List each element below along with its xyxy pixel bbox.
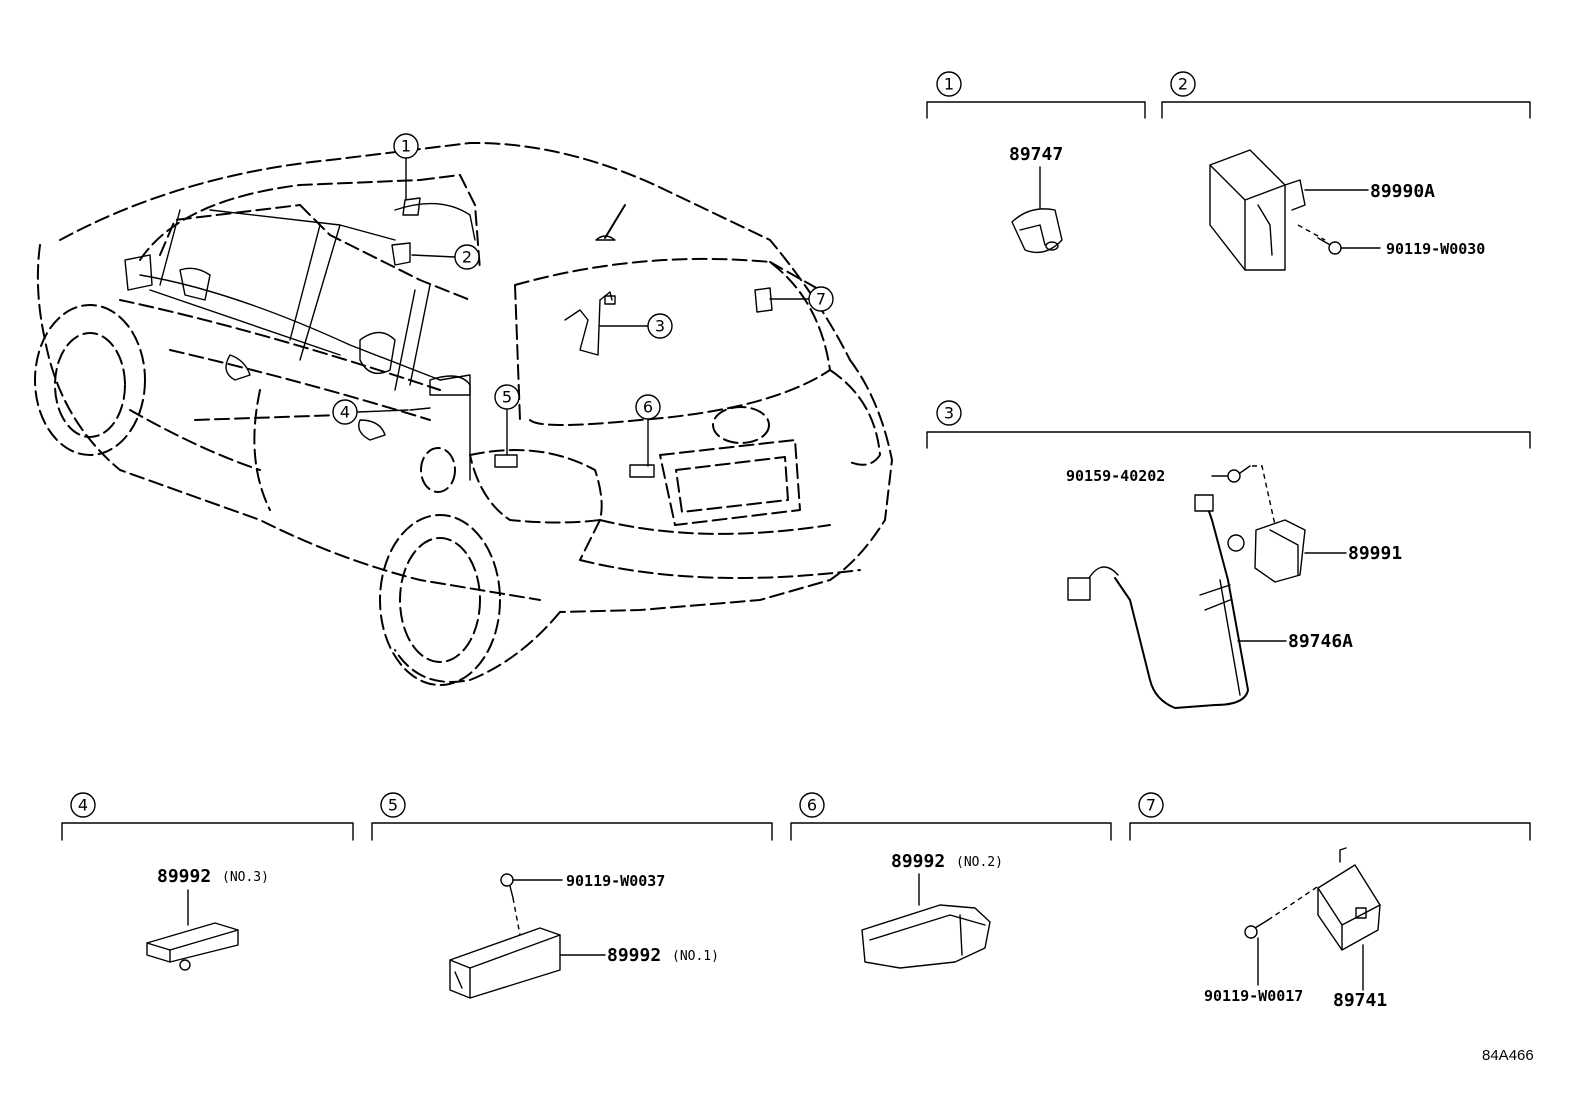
antenna-icon [861, 904, 991, 969]
part-89990A-label: 89990A [1370, 181, 1435, 202]
car-callout-2: 2 [454, 244, 480, 270]
bolt-icon [1227, 465, 1251, 483]
svg-text:3: 3 [655, 317, 665, 336]
group-4-number: 4 [78, 796, 88, 815]
part-89746A-label: 89746A [1288, 631, 1353, 652]
group-3-number: 3 [944, 404, 954, 423]
car-callout-6: 6 [635, 394, 661, 420]
part-89992-no3-label: 89992 [157, 866, 211, 887]
part-89992-no2-label: 89992 [891, 851, 945, 872]
group-3: 3 90159-40202 89991 89746A [926, 400, 1531, 709]
part-no3-note: (NO.3) [222, 870, 269, 885]
part-90159-40202-label: 90159-40202 [1066, 467, 1165, 485]
svg-text:7: 7 [816, 290, 826, 309]
amplifier-icon [1254, 519, 1306, 583]
group-1: 1 89747 [926, 71, 1146, 254]
car-callout-4: 4 [332, 399, 358, 425]
group-7: 7 90119-W0017 89741 [1129, 792, 1531, 1011]
svg-text:2: 2 [462, 248, 472, 267]
part-no2-note: (NO.2) [956, 855, 1003, 870]
part-89992-no1-label: 89992 [607, 945, 661, 966]
part-90119-W0030-label: 90119-W0030 [1386, 240, 1485, 258]
group-4: 4 89992 (NO.3) [61, 792, 354, 971]
part-90119-W0037-label: 90119-W0037 [566, 872, 665, 890]
bolt-icon [500, 873, 514, 899]
group-6: 6 89992 (NO.2) [790, 792, 1112, 969]
reference-code: 84A466 [1482, 1047, 1534, 1064]
group-2-number: 2 [1178, 75, 1188, 94]
part-no1-note: (NO.1) [672, 949, 719, 964]
part-89991-label: 89991 [1348, 543, 1402, 564]
svg-text:6: 6 [643, 398, 653, 417]
bolt-icon [1317, 237, 1342, 255]
group-5: 5 90119-W0037 89992 (NO.1) [371, 792, 773, 999]
antenna-icon [449, 927, 561, 999]
antenna-icon [146, 922, 239, 971]
sensor-icon [1011, 208, 1063, 254]
svg-text:1: 1 [401, 137, 411, 156]
part-90119-W0017-label: 90119-W0017 [1204, 987, 1303, 1005]
group-6-number: 6 [807, 796, 817, 815]
bolt-icon [1244, 919, 1269, 939]
group-1-number: 1 [944, 75, 954, 94]
part-89747-label: 89747 [1009, 144, 1063, 165]
car-callout-1: 1 [393, 133, 419, 159]
group-5-number: 5 [388, 796, 398, 815]
car-callout-5: 5 [494, 384, 520, 410]
car-callout-3: 3 [647, 313, 673, 339]
wire-harness-icon [1067, 494, 1249, 709]
group-7-number: 7 [1146, 796, 1156, 815]
car-callout-7: 7 [808, 286, 834, 312]
car-outline-icon [34, 141, 893, 686]
group-2: 2 89990A 90119-W0030 [1161, 71, 1531, 271]
svg-text:4: 4 [340, 403, 350, 422]
svg-text:5: 5 [502, 388, 512, 407]
control-module-icon [1209, 149, 1306, 271]
part-89741-label: 89741 [1333, 990, 1387, 1011]
receiver-icon [1317, 847, 1381, 951]
